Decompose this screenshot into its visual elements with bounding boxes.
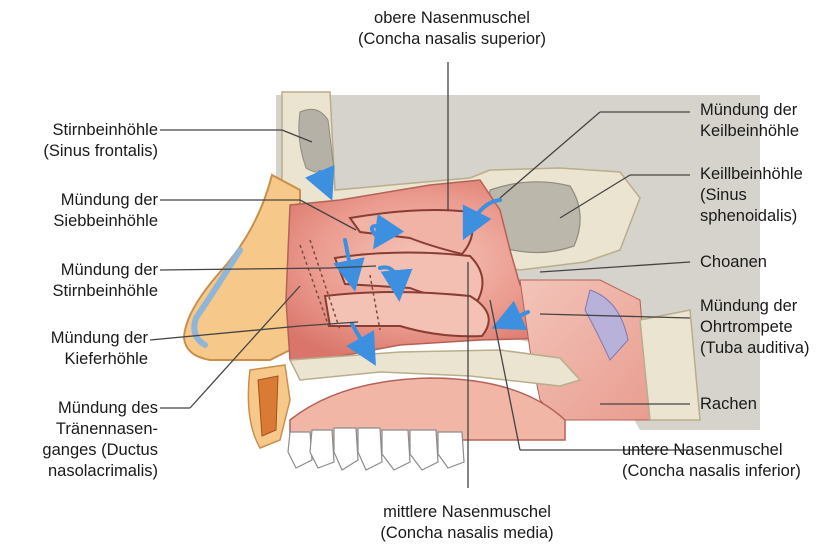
pharynx xyxy=(520,280,650,420)
label-concha-inferior: untere Nasenmuschel (Concha nasalis infe… xyxy=(622,440,828,482)
lip-muscle xyxy=(258,376,278,436)
label-muendung-kiefer: Mündung der Kieferhöhle xyxy=(10,328,148,370)
label-rachen: Rachen xyxy=(700,394,828,415)
nose-skin xyxy=(184,175,300,360)
label-choanen: Choanen xyxy=(700,252,828,273)
label-sinus-frontalis: Stirnbeinhöhle (Sinus frontalis) xyxy=(10,120,158,162)
label-muendung-traenennasengang: Mündung des Tränennasen- ganges (Ductus … xyxy=(10,398,158,482)
label-concha-media: mittlere Nasenmuschel (Concha nasalis me… xyxy=(360,502,574,544)
label-sinus-sphenoidalis: Keillbeinhöhle (Sinus sphenoidalis) xyxy=(700,164,828,227)
teeth xyxy=(288,428,464,470)
label-muendung-keilbein: Mündung der Keilbeinhöhle xyxy=(700,100,828,142)
label-concha-superior: obere Nasenmuschel (Concha nasalis super… xyxy=(352,8,552,50)
label-muendung-siebbein: Mündung der Siebbeinhöhle xyxy=(10,190,158,232)
label-tuba-auditiva: Mündung der Ohrtrompete (Tuba auditiva) xyxy=(700,296,828,359)
label-muendung-stirnbein: Mündung der Stirnbeinhöhle xyxy=(10,260,158,302)
